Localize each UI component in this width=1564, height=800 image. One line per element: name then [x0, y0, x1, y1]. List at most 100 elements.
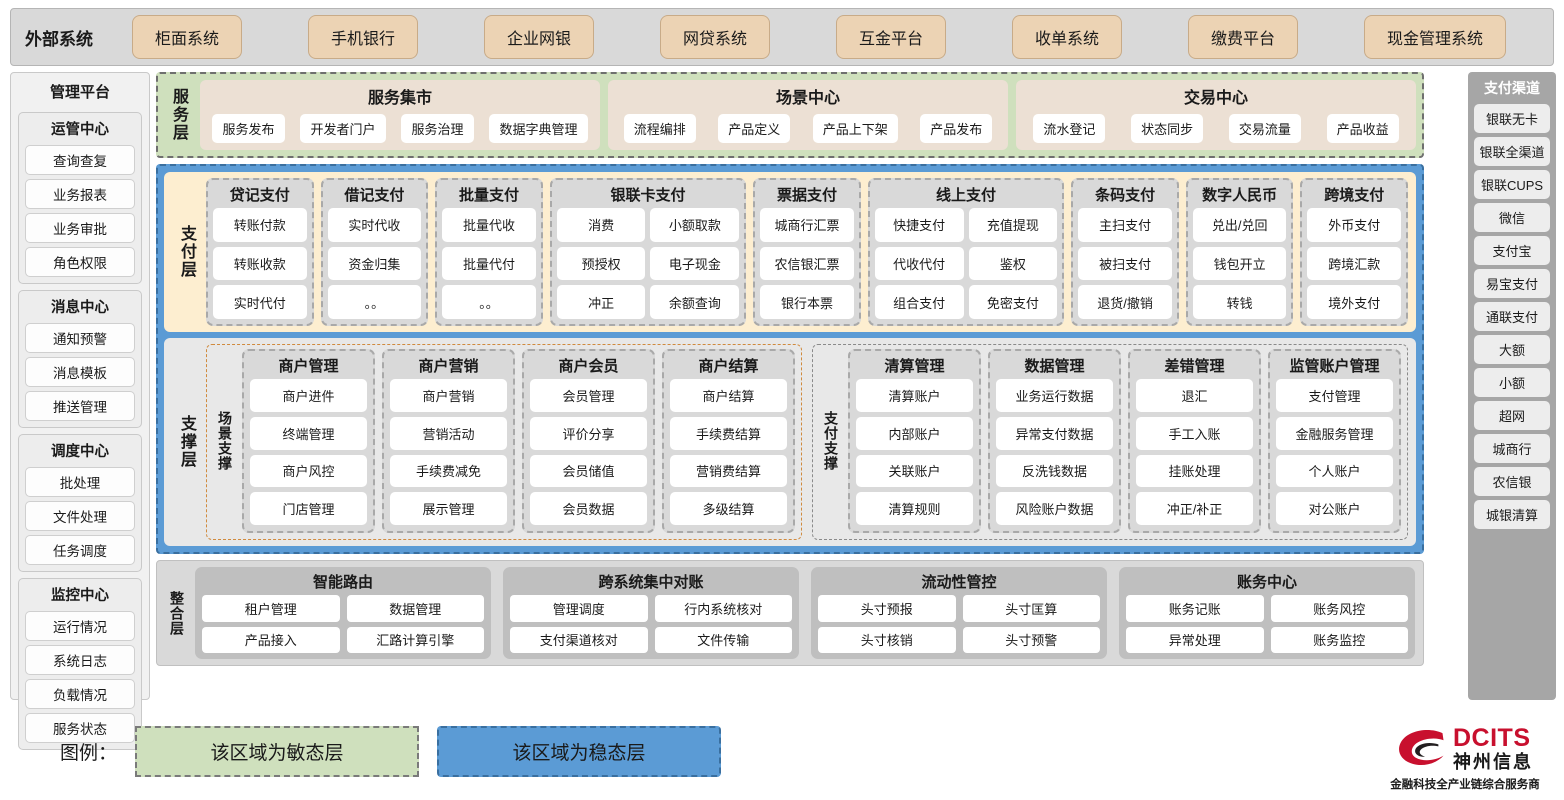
management-item[interactable]: 负载情况	[25, 679, 135, 709]
support-cell[interactable]: 会员管理	[530, 379, 647, 412]
integration-cell[interactable]: 租户管理	[202, 595, 340, 622]
payment-cell[interactable]: 小额取款	[650, 208, 740, 242]
management-item[interactable]: 业务审批	[25, 213, 135, 243]
payment-cell[interactable]: 城商行汇票	[760, 208, 854, 242]
payment-cell[interactable]: 充值提现	[968, 208, 1058, 242]
payment-channel-item[interactable]: 银联无卡	[1474, 104, 1550, 133]
payment-cell[interactable]: 转账收款	[213, 246, 307, 281]
integration-cell[interactable]: 数据管理	[346, 595, 484, 622]
management-item[interactable]: 批处理	[25, 467, 135, 497]
payment-cell[interactable]: 快捷支付	[874, 208, 964, 242]
payment-cell[interactable]: 钱包开立	[1192, 246, 1287, 281]
support-cell[interactable]: 反洗钱数据	[996, 454, 1113, 488]
support-cell[interactable]: 手续费结算	[670, 416, 787, 450]
external-system-chip[interactable]: 手机银行	[307, 15, 418, 59]
support-cell[interactable]: 风险账户数据	[996, 492, 1113, 525]
payment-cell[interactable]: 主扫支付	[1078, 208, 1172, 242]
payment-cell[interactable]: 消费	[556, 208, 646, 242]
payment-cell[interactable]: 免密支付	[968, 285, 1058, 320]
support-cell[interactable]: 关联账户	[856, 454, 973, 488]
service-chip[interactable]: 状态同步	[1131, 113, 1204, 143]
support-cell[interactable]: 展示管理	[390, 492, 507, 525]
integration-cell[interactable]: 文件传输	[654, 626, 792, 653]
support-cell[interactable]: 终端管理	[250, 416, 367, 450]
management-item[interactable]: 通知预警	[25, 323, 135, 353]
payment-cell[interactable]: 境外支付	[1307, 285, 1402, 320]
payment-cell[interactable]: 资金归集	[327, 246, 422, 281]
integration-cell[interactable]: 账务风控	[1270, 595, 1408, 622]
support-cell[interactable]: 门店管理	[250, 492, 367, 525]
service-chip[interactable]: 产品定义	[718, 113, 791, 143]
payment-channel-item[interactable]: 银联CUPS	[1474, 170, 1550, 199]
payment-channel-item[interactable]: 银联全渠道	[1474, 137, 1550, 166]
management-item[interactable]: 服务状态	[25, 713, 135, 743]
support-cell[interactable]: 商户风控	[250, 454, 367, 488]
integration-cell[interactable]: 账务监控	[1270, 626, 1408, 653]
integration-cell[interactable]: 支付渠道核对	[510, 626, 648, 653]
external-system-chip[interactable]: 网贷系统	[659, 15, 770, 59]
external-system-chip[interactable]: 企业网银	[483, 15, 594, 59]
payment-cell[interactable]: 实时代收	[327, 208, 422, 242]
payment-cell[interactable]: 批量代收	[442, 208, 536, 242]
payment-channel-item[interactable]: 城银清算	[1474, 500, 1550, 529]
integration-cell[interactable]: 头寸预报	[818, 595, 956, 622]
payment-channel-item[interactable]: 通联支付	[1474, 302, 1550, 331]
support-cell[interactable]: 挂账处理	[1136, 454, 1253, 488]
management-item[interactable]: 运行情况	[25, 611, 135, 641]
support-cell[interactable]: 冲正/补正	[1136, 492, 1253, 525]
service-chip[interactable]: 流水登记	[1033, 113, 1106, 143]
service-chip[interactable]: 开发者门户	[300, 113, 386, 143]
integration-cell[interactable]: 产品接入	[202, 626, 340, 653]
integration-cell[interactable]: 异常处理	[1126, 626, 1264, 653]
payment-cell[interactable]: 余额查询	[650, 285, 740, 320]
support-cell[interactable]: 手工入账	[1136, 416, 1253, 450]
support-cell[interactable]: 会员储值	[530, 454, 647, 488]
support-cell[interactable]: 支付管理	[1276, 379, 1393, 412]
support-cell[interactable]: 商户进件	[250, 379, 367, 412]
service-chip[interactable]: 产品上下架	[812, 113, 898, 143]
support-cell[interactable]: 多级结算	[670, 492, 787, 525]
support-cell[interactable]: 清算规则	[856, 492, 973, 525]
integration-cell[interactable]: 行内系统核对	[654, 595, 792, 622]
payment-cell[interactable]: 代收代付	[874, 246, 964, 281]
management-item[interactable]: 消息模板	[25, 357, 135, 387]
payment-cell[interactable]: 被扫支付	[1078, 246, 1172, 281]
service-chip[interactable]: 交易流量	[1228, 113, 1301, 143]
management-item[interactable]: 业务报表	[25, 179, 135, 209]
payment-cell[interactable]: 退货/撤销	[1078, 285, 1172, 320]
service-chip[interactable]: 产品收益	[1326, 113, 1399, 143]
external-system-chip[interactable]: 收单系统	[1011, 15, 1122, 59]
service-chip[interactable]: 流程编排	[623, 113, 696, 143]
external-system-chip[interactable]: 缴费平台	[1187, 15, 1298, 59]
support-cell[interactable]: 会员数据	[530, 492, 647, 525]
payment-channel-item[interactable]: 城商行	[1474, 434, 1550, 463]
payment-cell[interactable]: 批量代付	[442, 246, 536, 281]
payment-cell[interactable]: 冲正	[556, 285, 646, 320]
payment-channel-item[interactable]: 大额	[1474, 335, 1550, 364]
payment-cell[interactable]: 兑出/兑回	[1192, 208, 1287, 242]
payment-cell[interactable]: 跨境汇款	[1307, 246, 1402, 281]
integration-cell[interactable]: 管理调度	[510, 595, 648, 622]
payment-channel-item[interactable]: 微信	[1474, 203, 1550, 232]
payment-cell[interactable]: 外币支付	[1307, 208, 1402, 242]
management-item[interactable]: 系统日志	[25, 645, 135, 675]
payment-channel-item[interactable]: 易宝支付	[1474, 269, 1550, 298]
integration-cell[interactable]: 头寸匡算	[962, 595, 1100, 622]
service-chip[interactable]: 服务发布	[212, 113, 285, 143]
payment-cell[interactable]: 转钱	[1192, 285, 1287, 320]
payment-cell[interactable]: 转账付款	[213, 208, 307, 242]
management-item[interactable]: 查询查复	[25, 145, 135, 175]
payment-cell[interactable]: 预授权	[556, 246, 646, 281]
external-system-chip[interactable]: 互金平台	[835, 15, 946, 59]
integration-cell[interactable]: 汇路计算引擎	[346, 626, 484, 653]
support-cell[interactable]: 个人账户	[1276, 454, 1393, 488]
payment-cell[interactable]: 。。	[442, 285, 536, 320]
external-system-chip[interactable]: 柜面系统	[131, 15, 242, 59]
support-cell[interactable]: 评价分享	[530, 416, 647, 450]
payment-channel-item[interactable]: 支付宝	[1474, 236, 1550, 265]
service-chip[interactable]: 数据字典管理	[489, 113, 588, 143]
support-cell[interactable]: 商户结算	[670, 379, 787, 412]
payment-channel-item[interactable]: 超网	[1474, 401, 1550, 430]
support-cell[interactable]: 业务运行数据	[996, 379, 1113, 412]
support-cell[interactable]: 异常支付数据	[996, 416, 1113, 450]
